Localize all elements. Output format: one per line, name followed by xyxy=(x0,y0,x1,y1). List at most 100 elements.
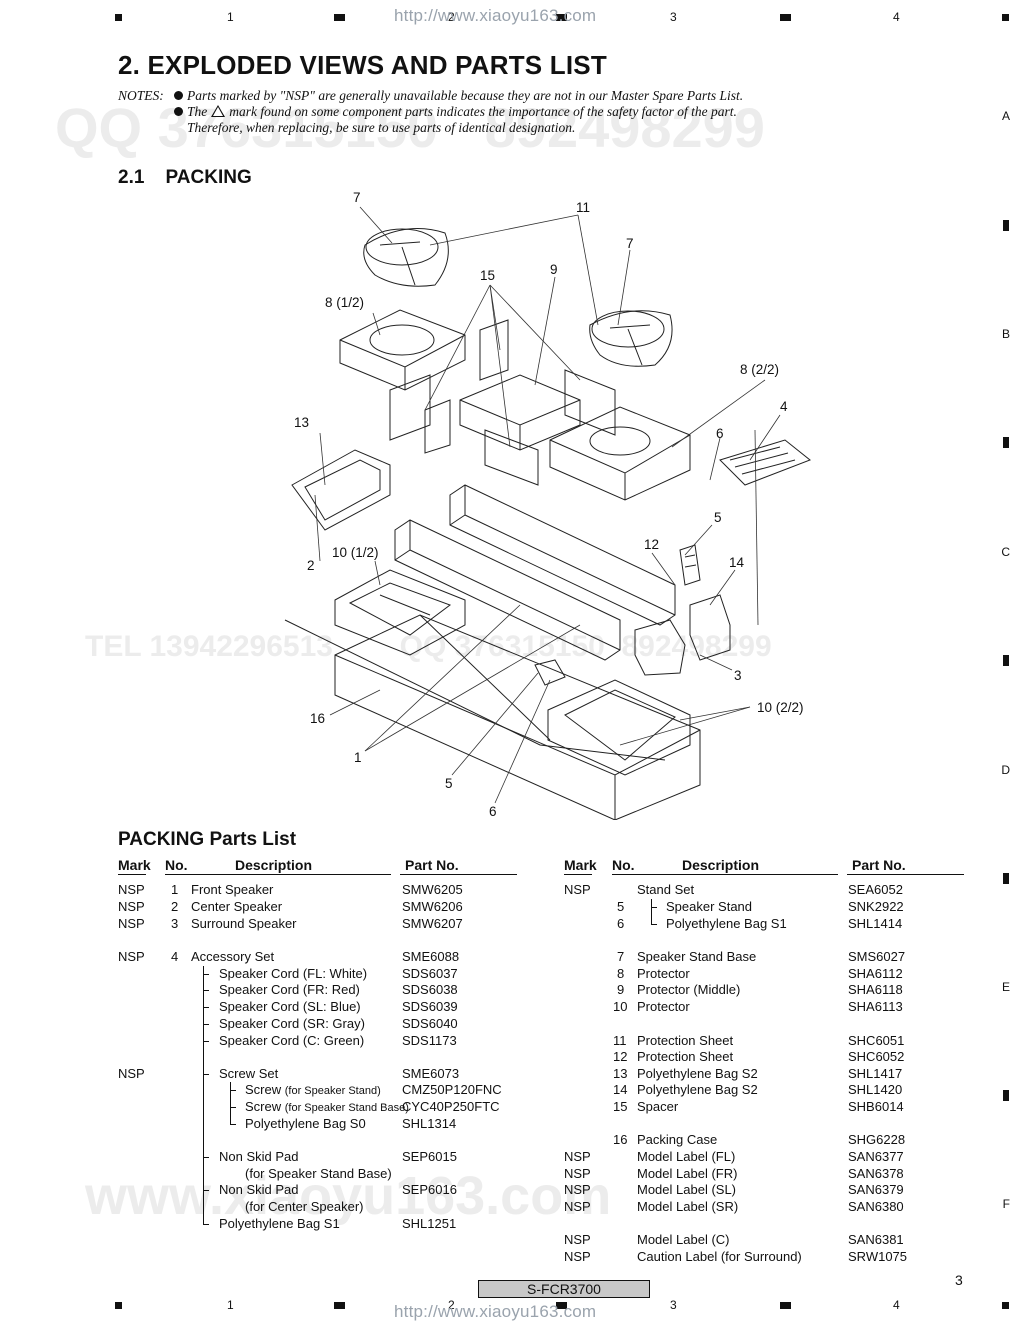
frame-number: 1 xyxy=(227,1298,234,1312)
cell-desc: Protector xyxy=(637,966,690,981)
tree-line xyxy=(203,966,204,1224)
cell-desc: Speaker Stand xyxy=(666,899,753,914)
frame-number: 4 xyxy=(893,1298,900,1312)
cell-desc: Model Label (C) xyxy=(637,1232,730,1247)
cell-desc: Model Label (FL) xyxy=(637,1149,736,1164)
cell-desc: Front Speaker xyxy=(191,882,274,897)
cell-part: SDS6037 xyxy=(402,966,458,981)
cell-desc: Protector xyxy=(637,999,690,1014)
stand-bag-5-6 xyxy=(534,659,566,686)
header-rule xyxy=(564,874,592,875)
frame-square xyxy=(334,1298,345,1312)
cell-part: CMZ50P120FNC xyxy=(402,1082,502,1097)
cell-part: SAN6377 xyxy=(848,1149,904,1164)
cell-no: 6 xyxy=(617,916,625,931)
header-description: Description xyxy=(235,857,313,873)
frame-number: 2 xyxy=(448,1298,455,1312)
cell-mark: NSP xyxy=(118,899,145,914)
callout: 10 (1/2) xyxy=(332,545,379,560)
cell-desc: Polyethylene Bag S1 xyxy=(666,916,787,931)
frame-number: 4 xyxy=(893,10,900,24)
cell-desc: Stand Set xyxy=(637,882,695,897)
cell-no: 12 xyxy=(613,1049,628,1064)
note-text: mark found on some component parts indic… xyxy=(229,104,737,119)
bullet-icon xyxy=(174,91,183,100)
cell-part: SAN6378 xyxy=(848,1166,904,1181)
cell-no: 14 xyxy=(613,1082,628,1097)
tree-tick xyxy=(230,1090,236,1091)
cell-desc: (for Center Speaker) xyxy=(245,1199,364,1214)
stand-base-7-left xyxy=(363,228,449,287)
header-rule xyxy=(612,874,838,875)
cell-desc: Non Skid Pad xyxy=(219,1149,299,1164)
callout: 6 xyxy=(716,426,724,441)
bullet-icon xyxy=(174,107,183,116)
callout: 4 xyxy=(780,399,788,414)
cell-desc: (for Speaker Stand Base) xyxy=(245,1166,392,1181)
callout: 11 xyxy=(576,200,591,215)
cell-no: 5 xyxy=(617,899,625,914)
cell-part: SHC6052 xyxy=(848,1049,905,1064)
cell-part: SEA6052 xyxy=(848,882,903,897)
cell-part: SHA6112 xyxy=(848,966,903,981)
frame-square xyxy=(1002,10,1009,24)
accessory-set-4 xyxy=(719,439,811,486)
cell-no: 1 xyxy=(171,882,179,897)
side-letter: F xyxy=(1002,1197,1010,1211)
protector-8-left xyxy=(339,309,466,391)
cell-no: 15 xyxy=(613,1099,628,1114)
side-letter: E xyxy=(1001,980,1010,994)
header-mark: Mark xyxy=(564,857,597,873)
desc-main: Screw xyxy=(245,1082,282,1097)
cell-no: 11 xyxy=(613,1033,627,1048)
cell-desc: Model Label (SR) xyxy=(637,1199,739,1214)
cell-no: 8 xyxy=(617,966,625,981)
cell-mark: NSP xyxy=(564,1232,591,1247)
cell-desc: Protection Sheet xyxy=(637,1049,734,1064)
cell-part: SRW1075 xyxy=(848,1249,908,1264)
front-speaker-1 xyxy=(394,484,676,661)
cell-mark: NSP xyxy=(564,1249,591,1264)
cell-part: SHG6228 xyxy=(848,1132,906,1147)
packing-case-16 xyxy=(284,614,701,821)
protector-8-right xyxy=(549,406,691,501)
cell-part: SHL1414 xyxy=(848,916,903,931)
callout: 7 xyxy=(626,236,634,251)
callout: 1 xyxy=(354,750,362,765)
callout: 15 xyxy=(480,268,496,283)
cell-part: SHA6118 xyxy=(848,982,903,997)
cell-mark: NSP xyxy=(118,916,145,931)
protector-10-right xyxy=(547,679,691,776)
cell-part: SDS6039 xyxy=(402,999,458,1014)
cell-desc: Caution Label (for Surround) xyxy=(637,1249,802,1264)
desc-small: (for Speaker Stand) xyxy=(284,1085,381,1097)
callout: 2 xyxy=(307,558,315,573)
tree-tick xyxy=(203,1190,209,1191)
tree-tick xyxy=(203,1041,209,1042)
frame-square xyxy=(556,10,567,24)
model-label: S-FCR3700 xyxy=(478,1280,650,1298)
cell-no: 4 xyxy=(171,949,179,964)
cell-part: SME6088 xyxy=(402,949,460,964)
cell-desc: Polyethylene Bag S2 xyxy=(637,1066,758,1081)
tree-tick xyxy=(203,1224,209,1225)
header-rule xyxy=(118,874,146,875)
callout: 7 xyxy=(353,190,361,205)
watermark-url: http://www.xiaoyu163.com xyxy=(394,1302,597,1321)
cell-no: 3 xyxy=(171,916,179,931)
header-rule xyxy=(400,874,517,875)
header-part-no: Part No. xyxy=(405,857,459,873)
header-no: No. xyxy=(165,857,188,873)
tree-tick xyxy=(203,974,209,975)
callout: 13 xyxy=(294,415,310,430)
side-marker xyxy=(1003,437,1009,451)
cell-mark: NSP xyxy=(118,1066,145,1081)
cell-part: SDS6040 xyxy=(402,1016,458,1031)
cell-part: SDS6038 xyxy=(402,982,458,997)
cell-part: SDS1173 xyxy=(402,1033,457,1048)
cell-part: SHL1417 xyxy=(848,1066,903,1081)
side-letter: A xyxy=(1001,109,1010,123)
cell-desc: Model Label (SL) xyxy=(637,1182,736,1197)
parts-list-title: PACKING Parts List xyxy=(118,829,297,850)
